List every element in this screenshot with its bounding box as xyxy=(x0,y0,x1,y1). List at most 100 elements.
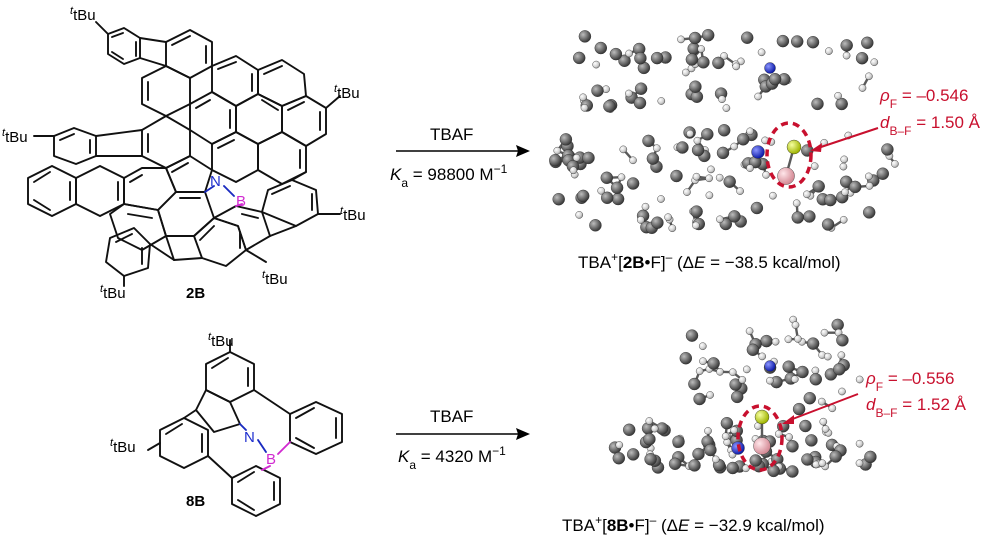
carbon-atom xyxy=(634,52,647,65)
atom-b-8b: B xyxy=(266,451,276,468)
carbon-atom xyxy=(685,53,699,66)
hydrogen-atom xyxy=(865,72,873,81)
structure-2b: N B ttBu ttBu ttBu ttBu ttBu ttBu 2B xyxy=(2,5,366,302)
carbon-atom xyxy=(855,52,869,65)
hydrogen-atom xyxy=(625,89,633,98)
carbon-atom xyxy=(688,459,701,472)
carbon-atom xyxy=(760,334,773,348)
carbon-atom xyxy=(549,153,562,167)
carbon-atom xyxy=(796,365,809,379)
hydrogen-atom xyxy=(653,144,661,152)
carbon-atom xyxy=(863,206,876,219)
carbon-atom xyxy=(578,30,592,43)
carbon-atom xyxy=(824,193,837,207)
hydrogen-atom xyxy=(855,375,864,384)
hydrogen-atom xyxy=(705,174,713,183)
carbon-atom xyxy=(881,143,894,156)
carbon-atom xyxy=(643,433,656,446)
carbon-atom xyxy=(720,417,734,430)
hydrogen-atom xyxy=(668,224,677,232)
nitrogen-atom xyxy=(764,62,776,74)
hydrogen-atom xyxy=(837,351,846,360)
carbon-atom xyxy=(651,216,664,229)
hydrogen-atom xyxy=(732,62,741,71)
hydrogen-atom xyxy=(791,321,800,329)
hydrogen-atom xyxy=(771,337,780,346)
hydrogen-atom xyxy=(704,427,712,435)
carbon-atom xyxy=(835,97,848,111)
carbon-atom xyxy=(612,452,625,465)
carbon-atom xyxy=(829,450,842,463)
carbon-atom xyxy=(811,97,824,111)
hydrogen-atom xyxy=(697,45,706,53)
reagent-top: TBAF xyxy=(430,125,473,144)
ka-bottom: Ka = 4320 M−1 xyxy=(398,444,506,472)
carbon-atom xyxy=(573,51,586,65)
carbon-atom xyxy=(876,167,889,180)
reaction-arrow-bottom xyxy=(396,428,530,440)
hydrogen-atom xyxy=(657,97,666,105)
carbon-atom xyxy=(690,205,703,218)
carbon-atom xyxy=(626,177,640,190)
carbon-atom xyxy=(618,54,631,67)
atom-b-2b: B xyxy=(236,193,246,210)
hydrogen-atom xyxy=(746,164,754,172)
fluorine-atom xyxy=(786,139,802,155)
hydrogen-atom xyxy=(841,188,849,196)
carbon-atom xyxy=(801,453,814,466)
boron-atom xyxy=(777,167,795,185)
carbon-atom xyxy=(776,34,790,48)
hydrogen-atom xyxy=(692,172,701,181)
nitrogen-atom xyxy=(751,145,765,159)
hydrogen-atom xyxy=(803,190,811,199)
caption-bottom: TBA+[8B•F]– (ΔE = −32.9 kcal/mol) xyxy=(562,513,825,535)
hydrogen-atom xyxy=(742,464,750,473)
compound-label-8b: 8B xyxy=(186,493,205,510)
carbon-atom xyxy=(746,343,760,356)
hydrogen-atom xyxy=(855,459,864,468)
carbon-atom xyxy=(806,36,820,49)
carbon-atom xyxy=(692,447,705,461)
hydrogen-atom xyxy=(784,335,793,344)
carbon-atom xyxy=(594,41,607,55)
carbon-atom xyxy=(646,152,660,165)
carbon-atom xyxy=(805,434,818,447)
carbon-atom xyxy=(799,419,812,433)
carbon-atom xyxy=(650,51,664,65)
hydrogen-atom xyxy=(695,367,704,376)
hydrogen-atom xyxy=(645,417,654,425)
hydrogen-atom xyxy=(699,357,707,366)
rho-f-bottom: ρF = –0.556 xyxy=(865,369,954,394)
hydrogen-atom xyxy=(580,104,589,112)
d-bf-top: dB–F = 1.50 Å xyxy=(880,113,981,138)
carbon-atom xyxy=(670,169,683,183)
highlight-ellipse-bottom xyxy=(736,404,784,472)
hydrogen-atom xyxy=(840,155,849,164)
hydrogen-atom xyxy=(683,188,691,196)
hydrogen-atom xyxy=(693,136,702,145)
hydrogen-atom xyxy=(810,162,819,170)
carbon-atom xyxy=(672,435,685,448)
carbon-atom xyxy=(610,181,624,195)
carbon-atom xyxy=(609,47,623,61)
rho-f-top: ρF = –0.546 xyxy=(879,86,968,111)
hydrogen-atom xyxy=(825,47,833,55)
hydrogen-atom xyxy=(682,68,690,77)
carbon-atom xyxy=(836,334,849,347)
hydrogen-atom xyxy=(720,52,728,60)
molecular-model-top xyxy=(549,29,899,235)
carbon-atom xyxy=(806,337,820,350)
hydrogen-atom xyxy=(553,146,562,155)
tbu-label: ttBu xyxy=(100,283,126,302)
d-bf-bottom: dB–F = 1.52 Å xyxy=(866,395,967,420)
carbon-atom xyxy=(809,373,822,386)
hydrogen-atom xyxy=(629,156,637,165)
carbon-atom xyxy=(559,133,573,146)
carbon-atom xyxy=(668,457,682,470)
hydrogen-atom xyxy=(858,84,867,92)
carbon-atom xyxy=(689,80,702,93)
hydrogen-atom xyxy=(650,424,659,433)
carbon-atom xyxy=(697,56,710,69)
hydrogen-atom xyxy=(839,162,848,171)
carbon-atom xyxy=(707,357,720,370)
